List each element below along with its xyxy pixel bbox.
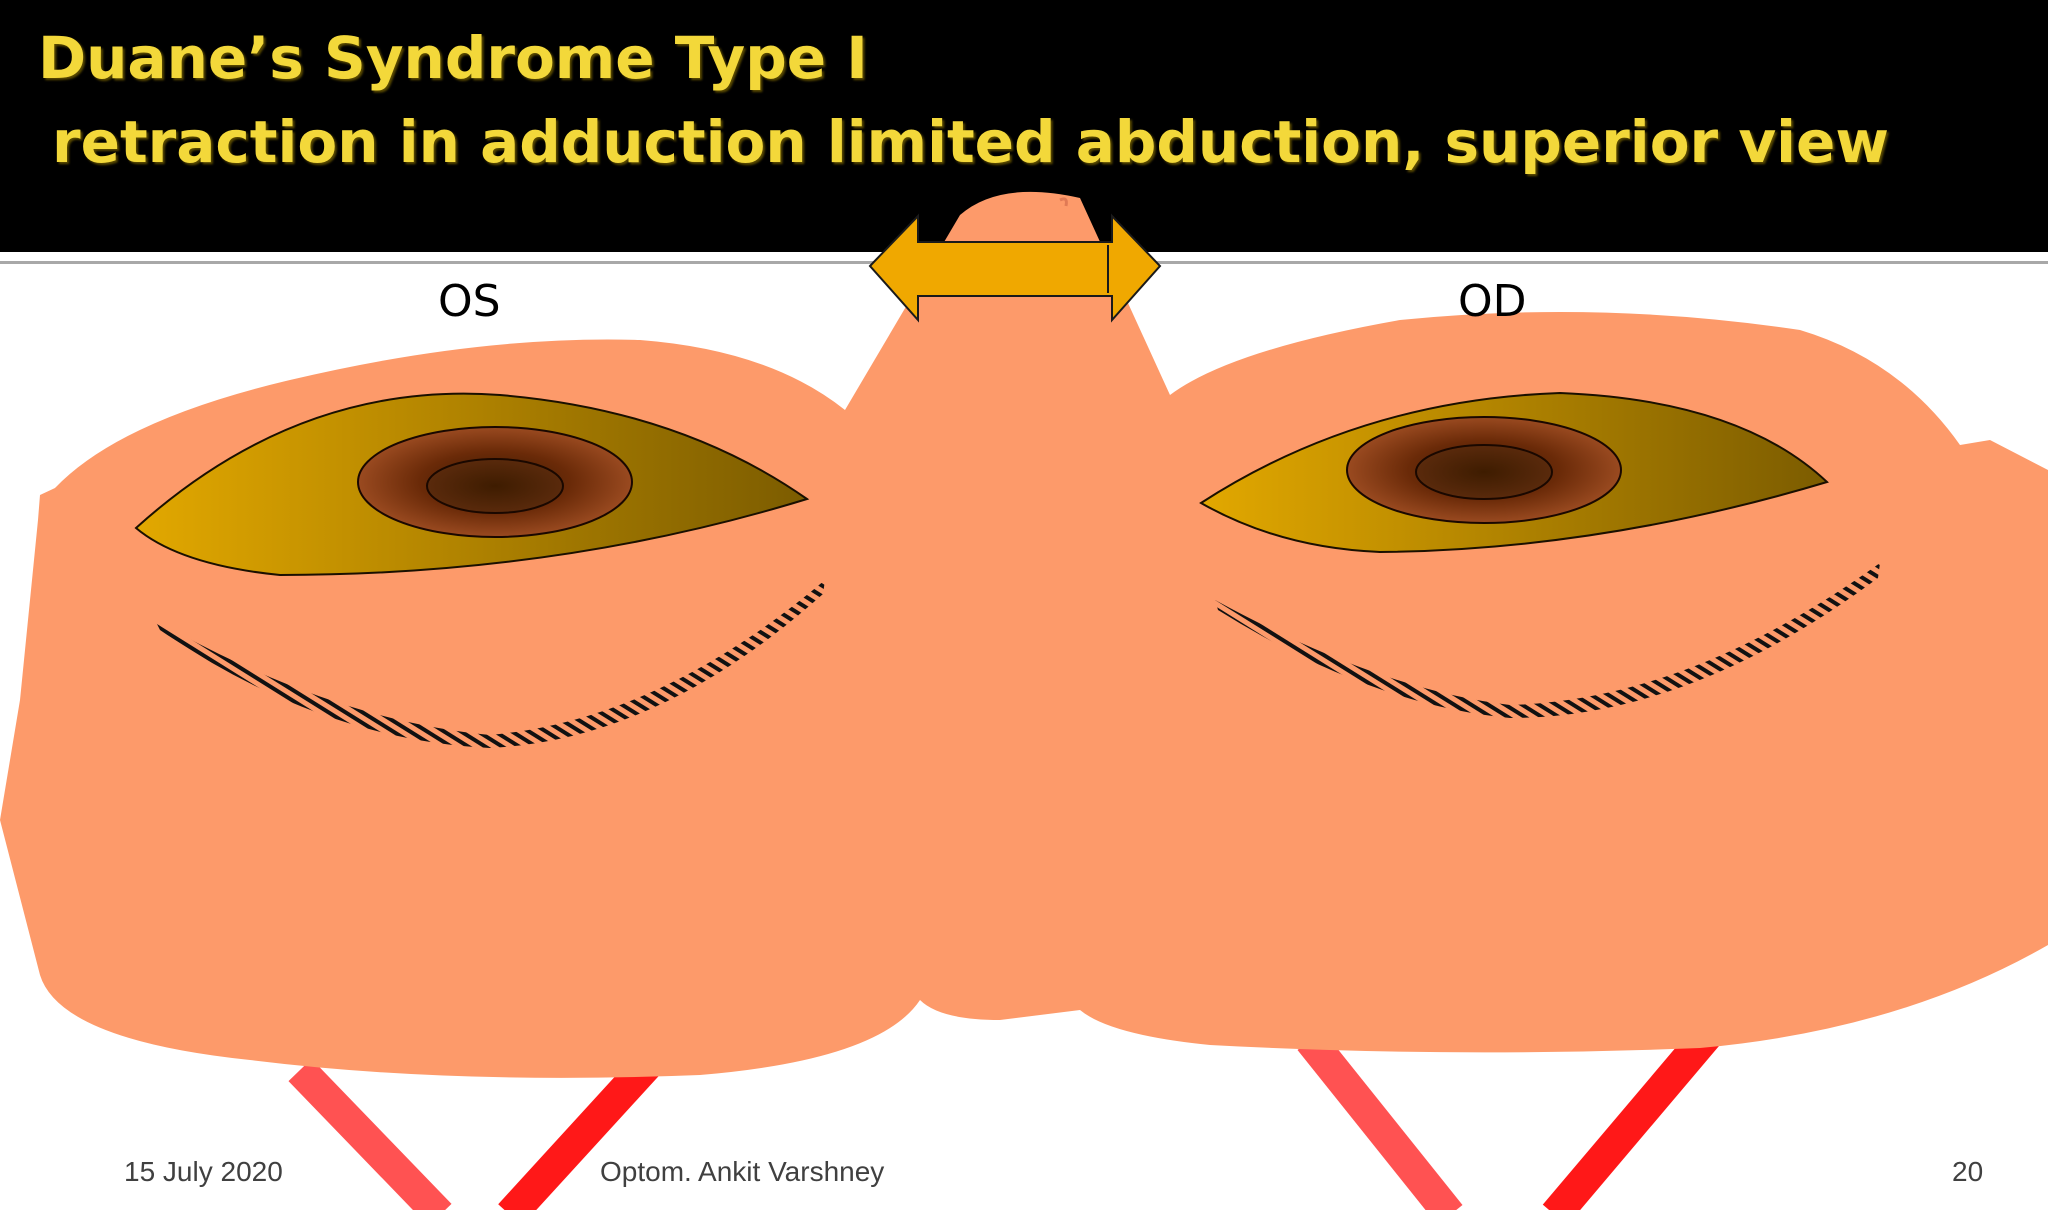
double-arrow-icon xyxy=(868,213,1162,323)
head-outline xyxy=(0,191,2048,1078)
footer-author: Optom. Ankit Varshney xyxy=(600,1156,885,1187)
footer-date: 15 July 2020 xyxy=(124,1156,283,1187)
lower-lid-crease-right xyxy=(1215,563,1880,718)
left-eye xyxy=(134,392,810,577)
right-eye xyxy=(1199,391,1829,554)
pupil xyxy=(1415,444,1553,500)
label-os: OS xyxy=(438,276,501,327)
label-od: OD xyxy=(1458,276,1527,327)
footer-page-number: 20 xyxy=(1952,1156,1984,1187)
extraocular-muscles xyxy=(288,1009,1733,1210)
slide-title: Duane’s Syndrome Type I xyxy=(38,24,868,92)
lower-lid-crease-left xyxy=(155,580,825,748)
pupil xyxy=(426,458,564,514)
slide-subtitle: retraction in adduction limited abductio… xyxy=(52,108,1889,176)
